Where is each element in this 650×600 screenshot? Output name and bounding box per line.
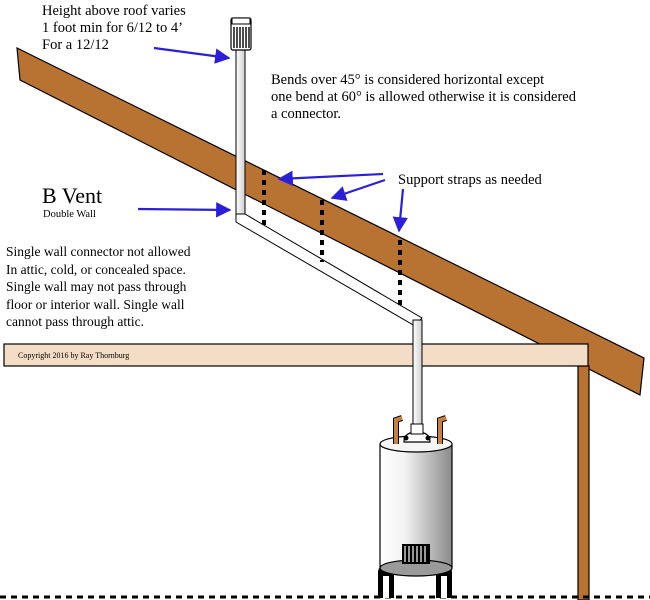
b-vent-title: B Vent (42, 183, 103, 208)
bends-note: Bends over 45° is considered horizontal … (271, 72, 576, 123)
single-wall-note: Single wall connector not allowed In att… (6, 243, 190, 331)
roof-height-note: Height above roof varies 1 foot min for … (42, 3, 186, 54)
single-wall-line: floor or interior wall. Single wall (6, 296, 185, 312)
bends-note-line: one bend at 60° is allowed otherwise it … (271, 89, 576, 105)
b-vent-subtitle: Double Wall (43, 209, 96, 220)
roof-height-line: 1 foot min for 6/12 to 4’ (42, 20, 183, 36)
single-wall-line: Single wall connector not allowed (6, 244, 191, 259)
roof-height-line: Height above roof varies (42, 3, 186, 19)
water-heater-icon (378, 415, 453, 598)
wall-post (577, 365, 590, 600)
single-wall-line: In attic, cold, or concealed space. (6, 261, 186, 277)
roof-height-line: For a 12/12 (42, 37, 109, 53)
arrow-icon (330, 178, 386, 201)
arrow-icon (153, 46, 231, 64)
support-straps-label: Support straps as needed (398, 172, 542, 188)
ceiling-beam (3, 343, 589, 367)
bends-note-line: a connector. (271, 106, 342, 122)
copyright: Copyright 2016 by Ray Thornburg (18, 351, 130, 360)
roof-rafter (16, 46, 645, 396)
arrow-icon (137, 202, 232, 218)
bends-note-line: Bends over 45° is considered horizontal … (271, 72, 545, 88)
arrow-icon (392, 188, 408, 233)
single-wall-line: Single wall may not pass through (6, 279, 187, 294)
vent-cap-icon (230, 17, 252, 51)
vent-pipe (235, 49, 423, 425)
annotation-arrows (137, 46, 408, 233)
single-wall-line: cannot pass through attic. (6, 314, 144, 329)
arrow-icon (277, 170, 384, 187)
